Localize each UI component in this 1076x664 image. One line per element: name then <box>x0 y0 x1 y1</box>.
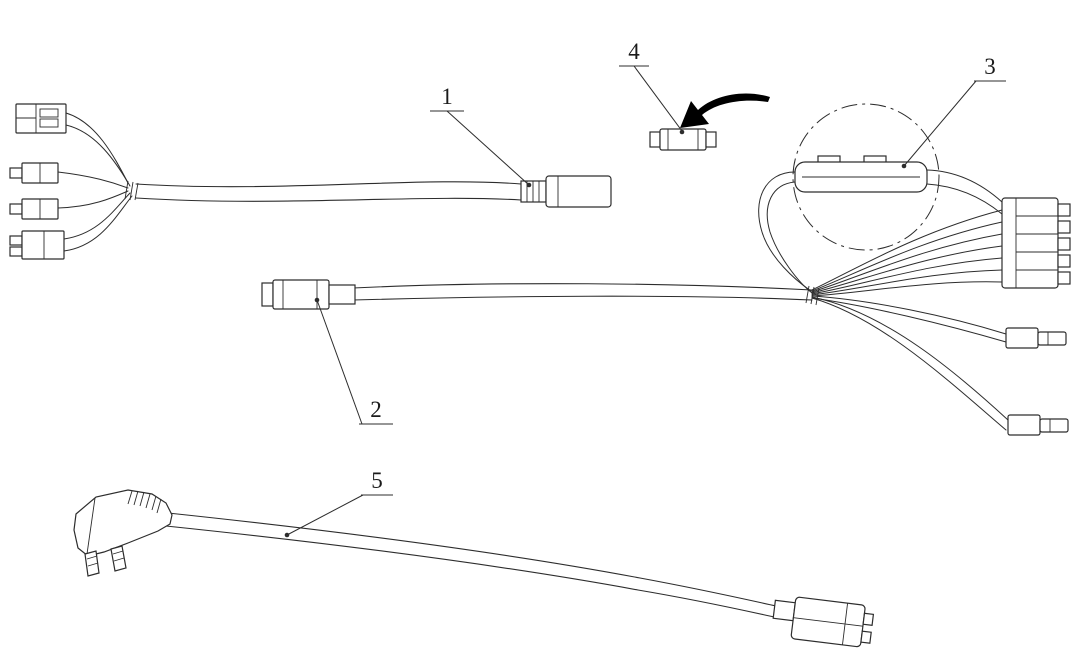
callout-2-label: 2 <box>370 397 382 422</box>
small-connector-1 <box>1005 327 1067 349</box>
fuse-holder-wires <box>758 169 1003 294</box>
callout-1: 1 <box>430 84 532 188</box>
fuse-holder <box>794 155 928 193</box>
inline-barrel-connector-1 <box>520 175 612 208</box>
callout-1-label: 1 <box>441 84 453 109</box>
terminal-connector-b <box>9 162 59 184</box>
plug-pins <box>84 545 127 577</box>
callout-5-label: 5 <box>371 468 383 493</box>
callout-1-leader <box>446 110 530 186</box>
terminal-connector-c <box>9 198 59 220</box>
detail-circle <box>792 103 940 251</box>
callout-4-dot <box>679 129 685 135</box>
callout-5-dot <box>284 532 290 538</box>
harness-2-main-cable <box>352 283 813 301</box>
small-connector-2-wires <box>811 296 1009 431</box>
power-cord-end-connector <box>772 596 875 648</box>
multi-pin-connector-wires <box>811 209 1003 297</box>
terminal-connector-a <box>15 103 67 134</box>
callout-3-label: 3 <box>984 54 996 79</box>
harness-2-assembly <box>261 93 1071 436</box>
power-cord-cable <box>165 512 777 618</box>
small-connector-2 <box>1007 414 1069 436</box>
callout-5-leader <box>286 494 364 536</box>
harness-1-branch-wires <box>57 112 133 252</box>
fuse <box>649 128 717 151</box>
terminal-connector-d <box>9 230 65 260</box>
callout-3-leader <box>903 80 977 167</box>
plug-strain-relief-ridges <box>127 490 162 514</box>
harness-1-wrap-marks <box>124 180 139 201</box>
power-cord-assembly <box>73 489 875 648</box>
multi-pin-connector <box>1001 197 1071 289</box>
callout-2-leader <box>316 299 363 425</box>
callout-4-label: 4 <box>628 39 640 64</box>
mains-plug <box>73 489 173 577</box>
small-connector-1-wires <box>811 295 1007 343</box>
harness-1-assembly <box>9 103 612 260</box>
callout-3-dot <box>901 163 907 169</box>
callout-3: 3 <box>901 54 1006 169</box>
callout-2-dot <box>314 297 320 303</box>
fuse-insertion-arrow <box>680 93 770 128</box>
callout-2: 2 <box>314 297 393 425</box>
callout-5: 5 <box>284 468 393 538</box>
harness-1-main-cable <box>135 181 522 202</box>
callout-4-leader <box>633 65 683 132</box>
cylindrical-plug-connector-2 <box>261 279 356 310</box>
callout-1-dot <box>526 182 532 188</box>
callout-4: 4 <box>619 39 685 135</box>
